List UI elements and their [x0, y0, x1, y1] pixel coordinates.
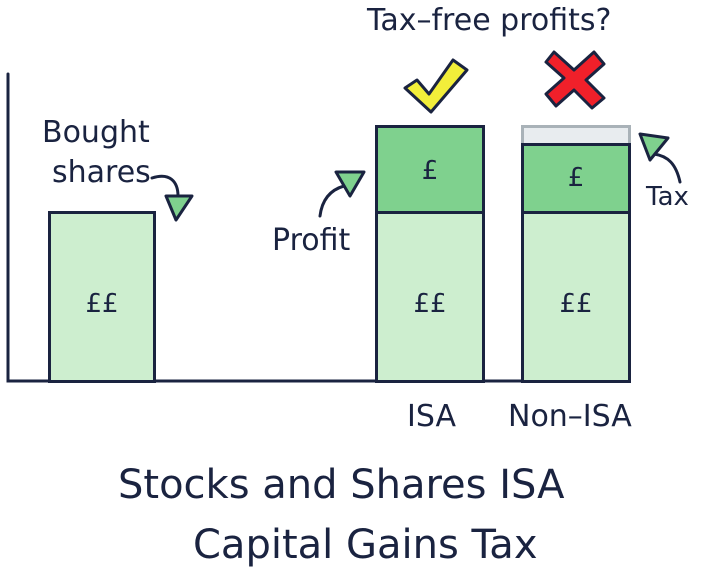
- check-icon: [403, 58, 469, 114]
- title-line-2: Capital Gains Tax: [193, 522, 538, 568]
- shares-label: shares: [52, 155, 151, 190]
- profit-arrow-curve: [318, 184, 346, 218]
- non-isa-profit-segment: [521, 143, 631, 214]
- profit-arrow-head: [334, 170, 366, 198]
- tax-free-question: Tax–free profits?: [367, 3, 612, 38]
- title-line-1: Stocks and Shares ISA: [118, 462, 565, 508]
- isa-base-segment: [375, 211, 485, 383]
- non-isa-profit-value: £: [567, 163, 585, 193]
- non-isa-base-segment: [521, 211, 631, 383]
- bought-arrow-head: [164, 194, 194, 222]
- bought-shares-value: ££: [85, 289, 119, 319]
- bought-arrow-curve: [150, 174, 180, 198]
- profit-label: Profit: [272, 223, 351, 258]
- isa-profit-value: £: [421, 156, 439, 186]
- isa-base-value: ££: [413, 289, 447, 319]
- bought-shares-bar: [48, 211, 156, 383]
- tax-arrow-curve: [652, 152, 682, 184]
- cross-icon: [544, 50, 606, 110]
- isa-category-label: ISA: [407, 399, 456, 434]
- isa-profit-segment: [375, 125, 485, 214]
- non-isa-base-value: ££: [559, 289, 593, 319]
- tax-arrow-head: [638, 132, 670, 162]
- tax-label: Tax: [646, 182, 689, 212]
- non-isa-category-label: Non–ISA: [508, 399, 632, 434]
- bought-label: Bought: [42, 115, 150, 150]
